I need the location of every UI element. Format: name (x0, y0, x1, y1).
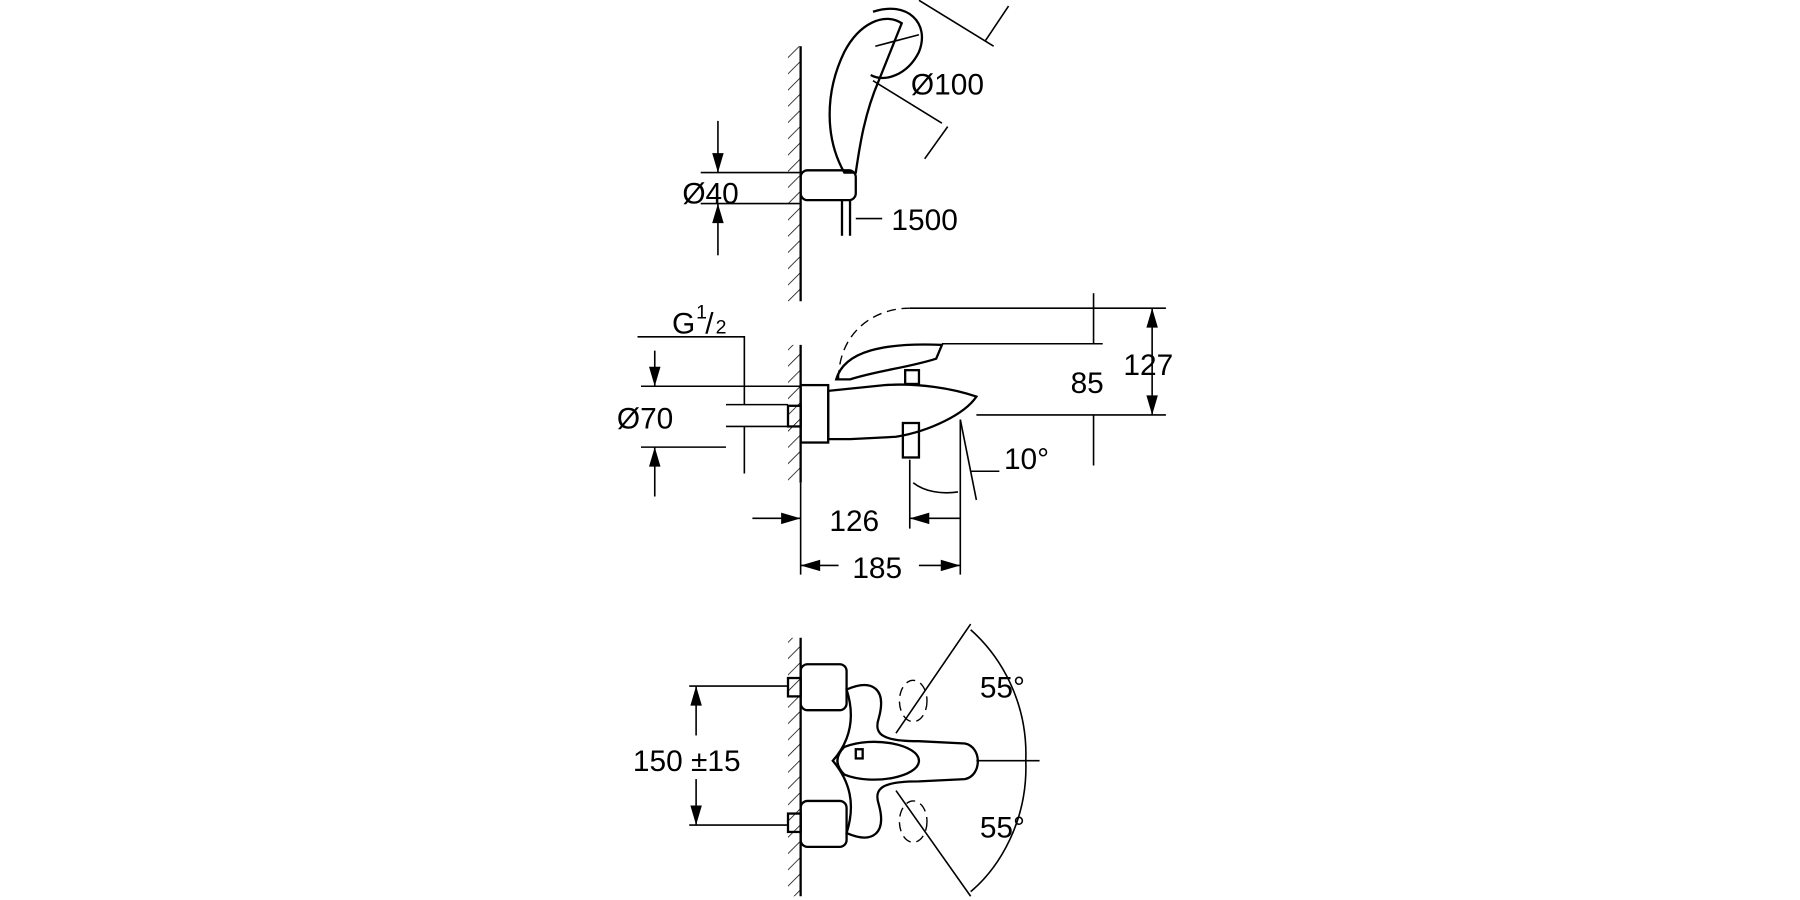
thread-slash: / (705, 307, 714, 340)
thread-label: G (672, 307, 695, 340)
side-view: G 1 / 2 Ø70 85 127 10° 126 185 (617, 293, 1173, 585)
upper-angle-label: 55° (980, 672, 1025, 705)
wall-hatch (788, 46, 801, 302)
spout-height-label: 85 (1071, 367, 1104, 400)
thread-denominator: 2 (716, 316, 727, 338)
thread-numerator: 1 (696, 301, 707, 323)
centres-label: 150 ±15 (633, 745, 741, 778)
outlet-projection-label: 126 (829, 505, 879, 538)
head-diameter-label: Ø100 (911, 68, 984, 101)
escutcheon-diameter-label: Ø70 (617, 403, 673, 436)
lower-angle-label: 55° (980, 812, 1025, 845)
holder-diameter-label: Ø40 (682, 178, 738, 211)
spout-angle-label: 10° (1004, 443, 1049, 476)
total-height-label: 127 (1123, 349, 1173, 382)
top-view: 150 ±15 55° 55° (633, 623, 1040, 897)
hose-length-label: 1500 (891, 204, 957, 237)
shower-view: Ø100 Ø40 1500 (682, 0, 1010, 302)
total-projection-label: 185 (852, 552, 902, 585)
